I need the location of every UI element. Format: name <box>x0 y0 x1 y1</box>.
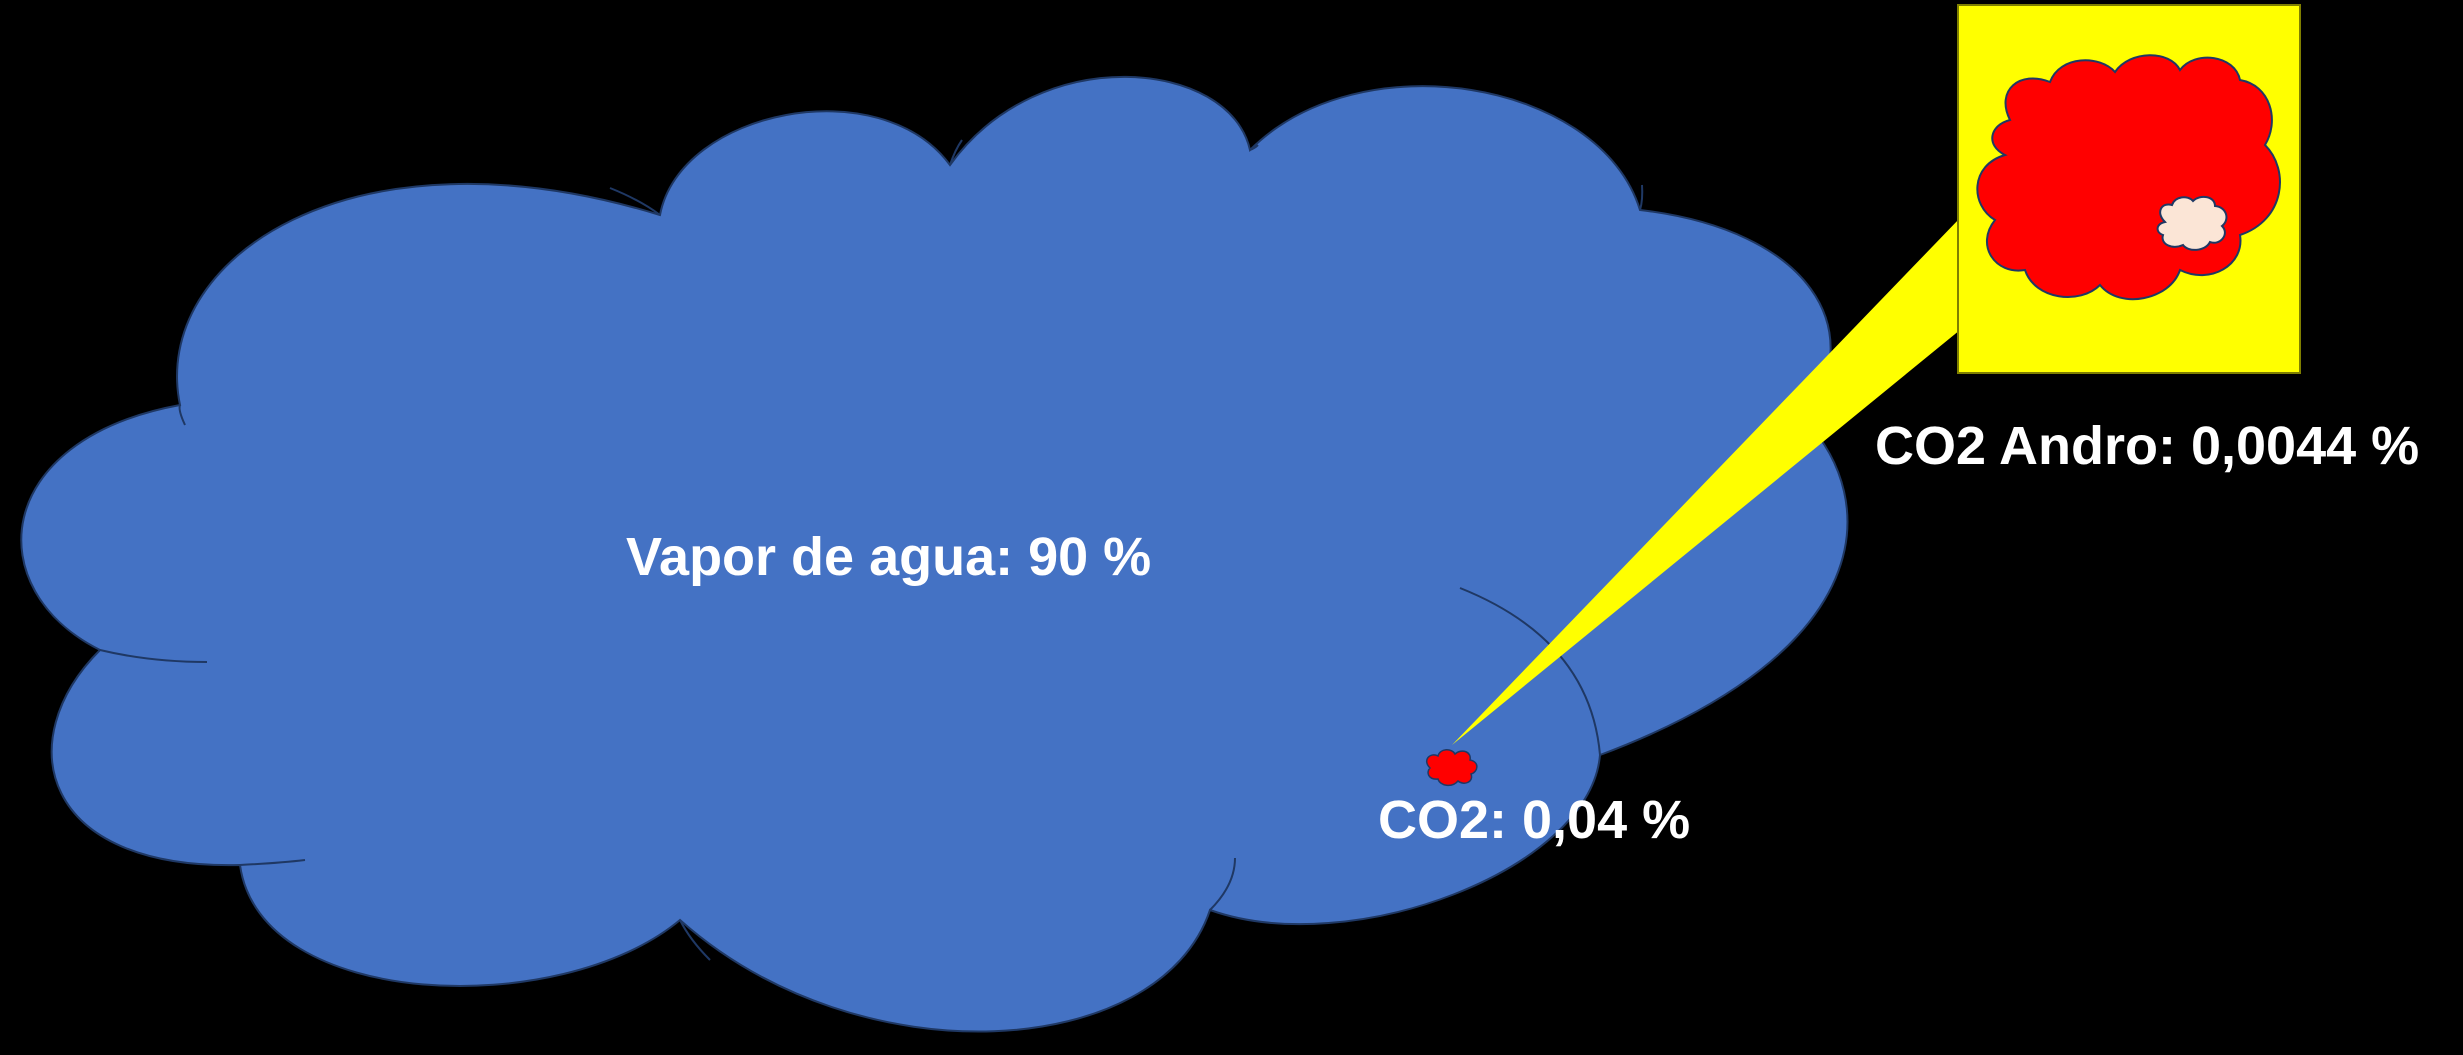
water-vapor-cloud-lobe-lines <box>99 139 1644 961</box>
zoom-callout-beam <box>1452 218 1960 745</box>
co2-anthropogenic-label: CO2 Andro: 0,0044 % <box>1875 416 2419 476</box>
water-vapor-cloud-shape <box>20 75 1849 1033</box>
water-vapor-cloud <box>20 75 1849 1033</box>
co2-cloud-shape <box>1426 749 1478 787</box>
co2-cloud <box>1426 749 1478 787</box>
anthropogenic-co2-cloud <box>2156 195 2228 251</box>
anthropogenic-co2-cloud-shape <box>2156 195 2228 251</box>
water-vapor-label: Vapor de agua: 90 % <box>626 527 1151 587</box>
co2-label: CO2: 0,04 % <box>1378 790 1690 850</box>
